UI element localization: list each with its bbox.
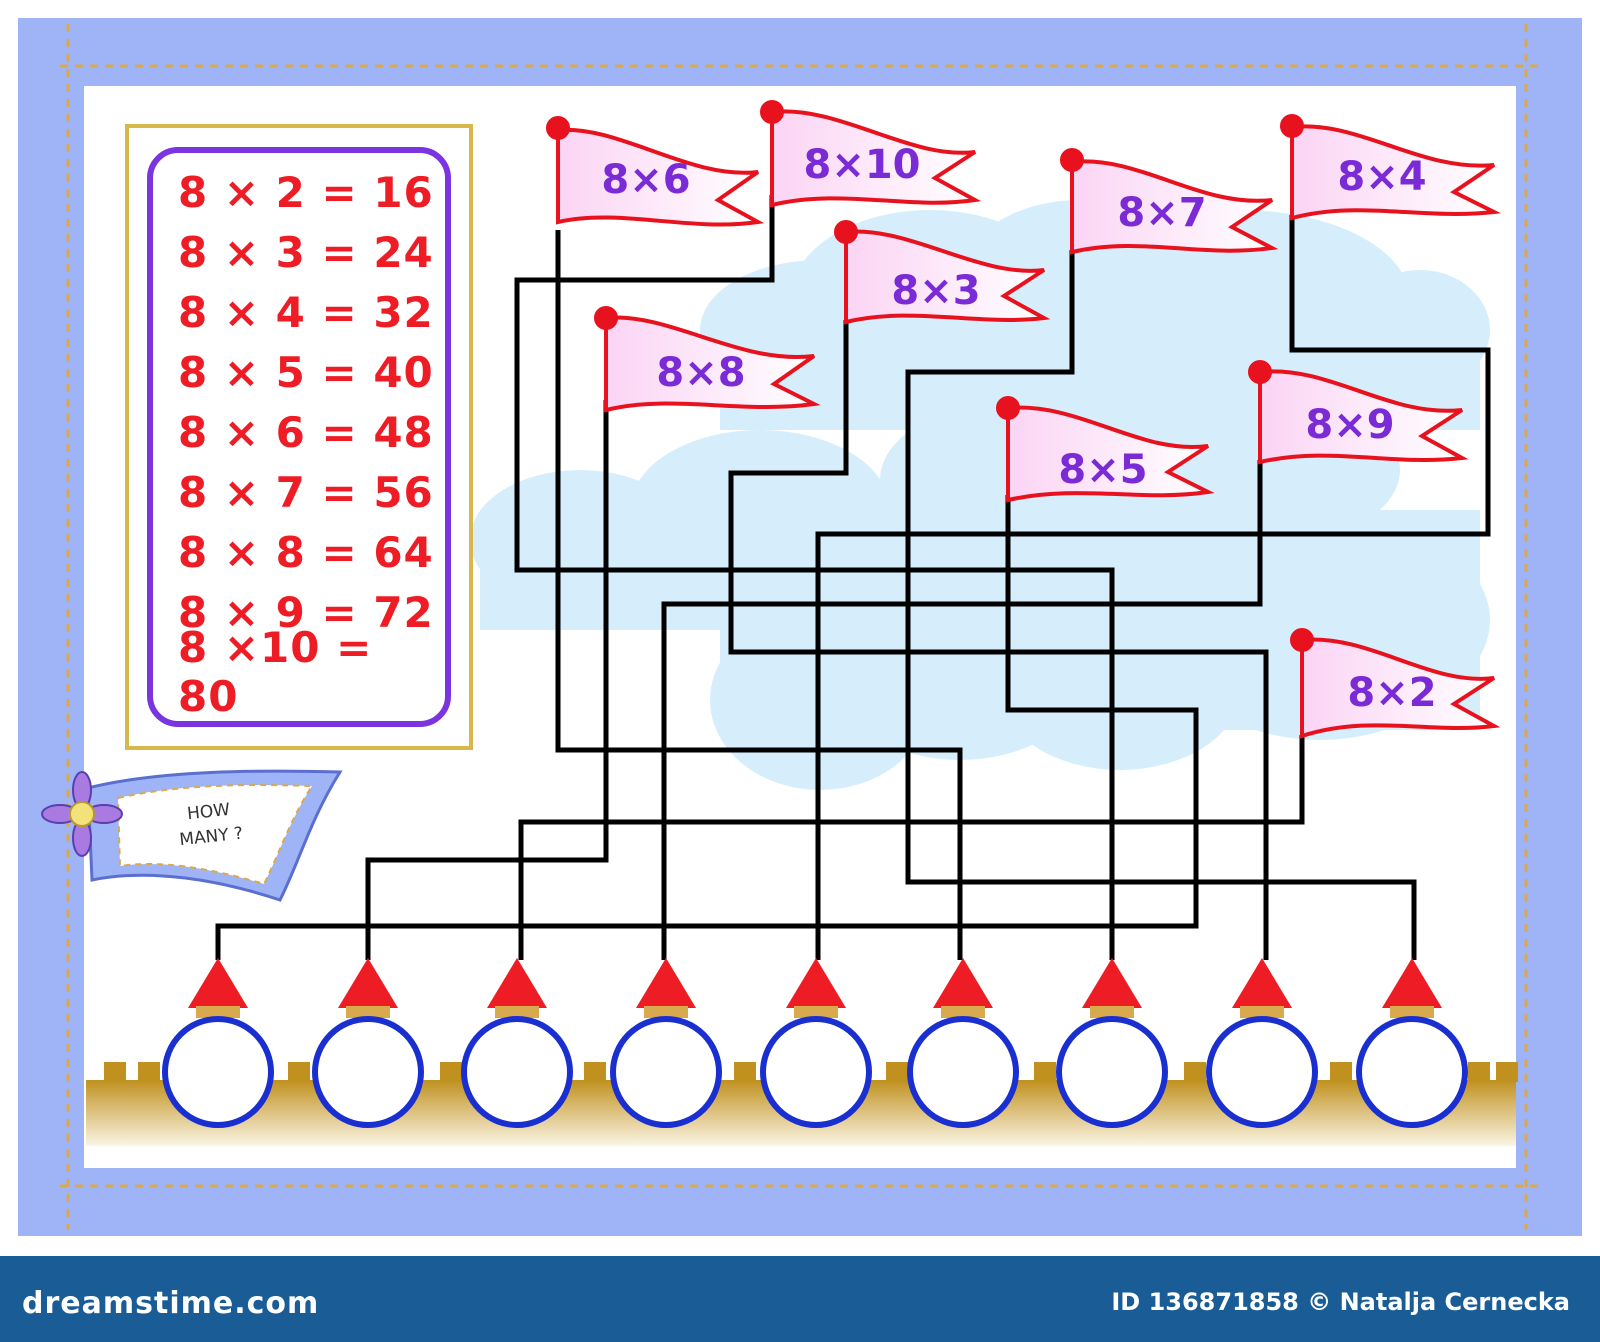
answer-circle-6[interactable] [907,1016,1019,1128]
answer-circle-3[interactable] [461,1016,573,1128]
flag-label-8x4: 8×4 [1337,154,1427,200]
flag-8x7 [1060,148,1279,255]
footer-id-credit: ID 136871858 © Natalja Cernecka [1111,1288,1570,1316]
flag-8x3 [834,220,1051,325]
how-many-sign [41,769,343,902]
table-row: 8 ×10 = 80 [178,623,373,721]
answer-circle-7[interactable] [1056,1016,1168,1128]
tower-9 [1356,958,1468,1128]
table-row: 8 × 8 = 64 [178,527,434,577]
table-row: 8 × 9 = 72 [178,587,434,637]
table-row: 8 × 3 = 24 [178,227,434,277]
flag-label-8x9: 8×9 [1305,402,1395,448]
flag-label-8x2: 8×2 [1347,670,1437,716]
towers [162,958,1468,1128]
tower-8 [1206,958,1318,1128]
flag-label-8x7: 8×7 [1117,190,1207,236]
tower-7 [1056,958,1168,1128]
answer-circle-9[interactable] [1356,1016,1468,1128]
tower-3 [461,958,573,1128]
answer-circle-5[interactable] [760,1016,872,1128]
flag-8x4 [1280,114,1501,221]
table-row: 8 × 4 = 32 [178,287,434,337]
tower-4 [610,958,722,1128]
tower-5 [760,958,872,1128]
tower-1 [162,958,274,1128]
table-row: 8 × 2 = 16 [178,167,434,217]
stitching [60,24,1540,1230]
table-row: 8 × 5 = 40 [178,347,434,397]
flag-label-8x6: 8×6 [601,157,691,203]
tower-2 [312,958,424,1128]
table-inner-frame [147,147,451,727]
flag-label-8x10: 8×10 [803,142,921,188]
flag-label-8x8: 8×8 [656,350,746,396]
flags [546,100,1501,739]
answer-circle-4[interactable] [610,1016,722,1128]
flag-8x2 [1290,628,1501,739]
table-row: 8 × 7 = 56 [178,467,434,517]
table-row: 8 × 6 = 48 [178,407,434,457]
flag-8x10 [760,100,982,208]
tower-6 [907,958,1019,1128]
flower-icon [41,771,123,857]
footer-logo: dreamstime.com [22,1286,320,1321]
footer-bar [0,1256,1600,1342]
flag-label-8x5: 8×5 [1058,447,1148,493]
answer-circle-1[interactable] [162,1016,274,1128]
maze-lines [215,195,1491,960]
flag-label-8x3: 8×3 [891,268,981,314]
flag-8x5 [996,396,1215,503]
answer-circle-8[interactable] [1206,1016,1318,1128]
flag-8x6 [546,116,765,227]
flag-8x8 [594,306,821,413]
answer-circle-2[interactable] [312,1016,424,1128]
flag-8x9 [1248,360,1469,465]
